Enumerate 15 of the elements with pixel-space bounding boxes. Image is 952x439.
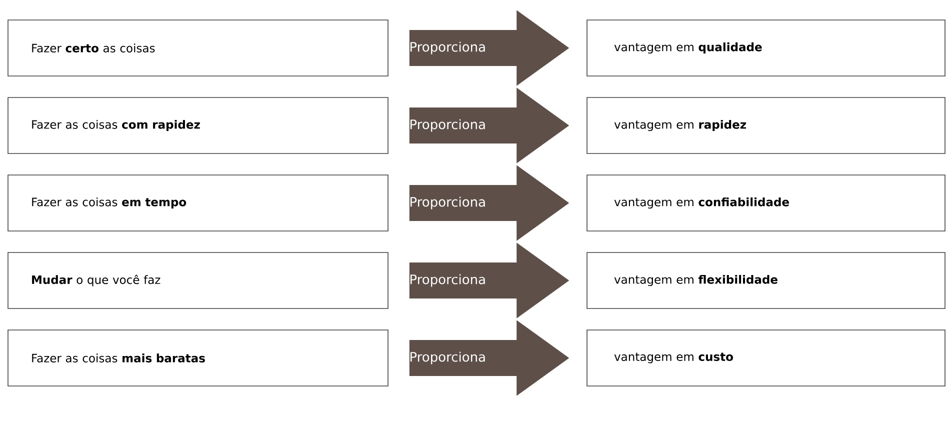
text-box: vantagem em confiabilidade bbox=[586, 174, 946, 232]
edge-label: Proporciona bbox=[410, 196, 485, 210]
edge-label: Proporciona bbox=[410, 42, 485, 54]
text-box: Fazer as coisas em tempo bbox=[8, 174, 388, 232]
text-box: Mudar o que você faz bbox=[8, 252, 388, 309]
edge-label: Proporciona bbox=[410, 119, 485, 132]
text-box: vantagem em flexibilidade bbox=[586, 252, 946, 309]
text-box: Fazer as coisas com rapidez bbox=[8, 97, 388, 154]
text-box: vantagem em qualidade bbox=[586, 20, 946, 76]
text-box: Fazer certo as coisas bbox=[8, 20, 388, 76]
text-box: vantagem em custo bbox=[586, 330, 946, 386]
text-box: Fazer as coisas mais baratas bbox=[8, 330, 388, 386]
edge-label: Proporciona bbox=[410, 274, 485, 287]
edge-label: Proporciona bbox=[410, 352, 485, 364]
text-box: vantagem em rapidez bbox=[586, 97, 946, 154]
